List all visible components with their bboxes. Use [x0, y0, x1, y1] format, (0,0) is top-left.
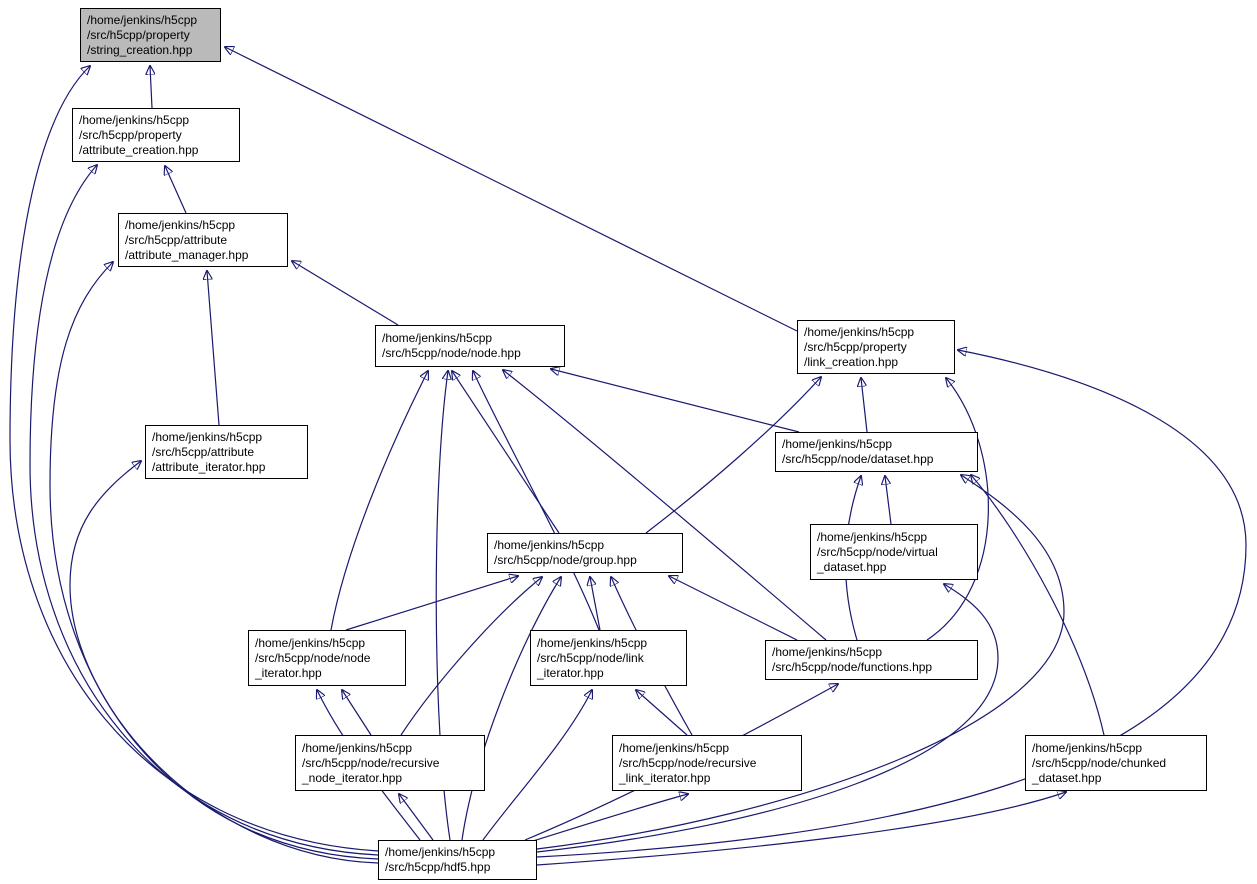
edge-dataset-node [551, 369, 800, 433]
edge-attribute_iterator-attribute_manager [207, 271, 220, 426]
edge-hdf5-recursive_node_iterator [399, 794, 434, 841]
edge-hdf5-attribute_iterator [69, 461, 379, 864]
node-node-hpp[interactable]: /home/jenkins/h5cpp /src/h5cpp/node/node… [375, 325, 565, 367]
edge-virtual_dataset-dataset [885, 476, 892, 525]
edge-functions-group [669, 576, 798, 641]
edge-node_iterator-node [330, 371, 428, 631]
edge-hdf5-link_iterator [482, 690, 592, 841]
node-group-hpp[interactable]: /home/jenkins/h5cpp /src/h5cpp/node/grou… [487, 533, 683, 573]
edge-dataset-link_creation [861, 378, 868, 433]
edge-hdf5-recursive_link_iterator [516, 794, 688, 847]
node-string-creation-hpp[interactable]: /home/jenkins/h5cpp /src/h5cpp/property … [80, 8, 221, 62]
node-dataset-hpp[interactable]: /home/jenkins/h5cpp /src/h5cpp/node/data… [775, 432, 978, 472]
node-attribute-manager-hpp[interactable]: /home/jenkins/h5cpp /src/h5cpp/attribute… [118, 213, 288, 267]
edge-hdf5-chunked_dataset [536, 792, 1066, 866]
node-attribute-iterator-hpp[interactable]: /home/jenkins/h5cpp /src/h5cpp/attribute… [145, 425, 308, 479]
edge-attribute_manager-attribute_creation [165, 166, 187, 214]
node-attribute-creation-hpp[interactable]: /home/jenkins/h5cpp /src/h5cpp/property … [72, 108, 240, 162]
node-virtual-dataset-hpp[interactable]: /home/jenkins/h5cpp /src/h5cpp/node/virt… [810, 524, 978, 580]
node-recursive-link-iterator-hpp[interactable]: /home/jenkins/h5cpp /src/h5cpp/node/recu… [612, 735, 802, 791]
node-link-iterator-hpp[interactable]: /home/jenkins/h5cpp /src/h5cpp/node/link… [530, 630, 687, 686]
edge-chunked_dataset-dataset [971, 475, 1105, 736]
edge-hdf5-virtual_dataset [536, 584, 999, 853]
edge-hdf5-string_creation [9, 66, 379, 852]
edge-hdf5-attribute_creation [29, 165, 379, 856]
edge-recursive_link_iterator-link_iterator [636, 690, 688, 736]
edge-functions-link_creation [926, 378, 989, 641]
edge-attribute_creation-string_creation [150, 66, 152, 109]
edge-functions-node [503, 370, 827, 641]
edge-node-attribute_manager [292, 261, 399, 326]
edge-link_iterator-node [473, 371, 600, 631]
edge-hdf5-dataset [536, 475, 1065, 850]
edge-recursive_node_iterator-group [400, 577, 542, 736]
edge-link_creation-string_creation [225, 47, 798, 332]
node-hdf5-hpp[interactable]: /home/jenkins/h5cpp /src/h5cpp/hdf5.hpp [378, 840, 537, 880]
edge-hdf5-link_creation [536, 350, 1247, 858]
edge-link_iterator-group [590, 577, 601, 631]
edge-group-link_creation [645, 377, 821, 534]
node-recursive-node-iterator-hpp[interactable]: /home/jenkins/h5cpp /src/h5cpp/node/recu… [295, 735, 485, 791]
node-chunked-dataset-hpp[interactable]: /home/jenkins/h5cpp /src/h5cpp/node/chun… [1025, 735, 1207, 791]
node-functions-hpp[interactable]: /home/jenkins/h5cpp /src/h5cpp/node/func… [765, 640, 978, 680]
node-node-iterator-hpp[interactable]: /home/jenkins/h5cpp /src/h5cpp/node/node… [248, 630, 406, 686]
edge-recursive_node_iterator-node_iterator [342, 690, 372, 736]
node-link-creation-hpp[interactable]: /home/jenkins/h5cpp /src/h5cpp/property … [797, 320, 955, 374]
edge-node_iterator-group [345, 576, 518, 631]
edge-hdf5-group [461, 577, 561, 841]
edge-group-node [452, 371, 560, 534]
